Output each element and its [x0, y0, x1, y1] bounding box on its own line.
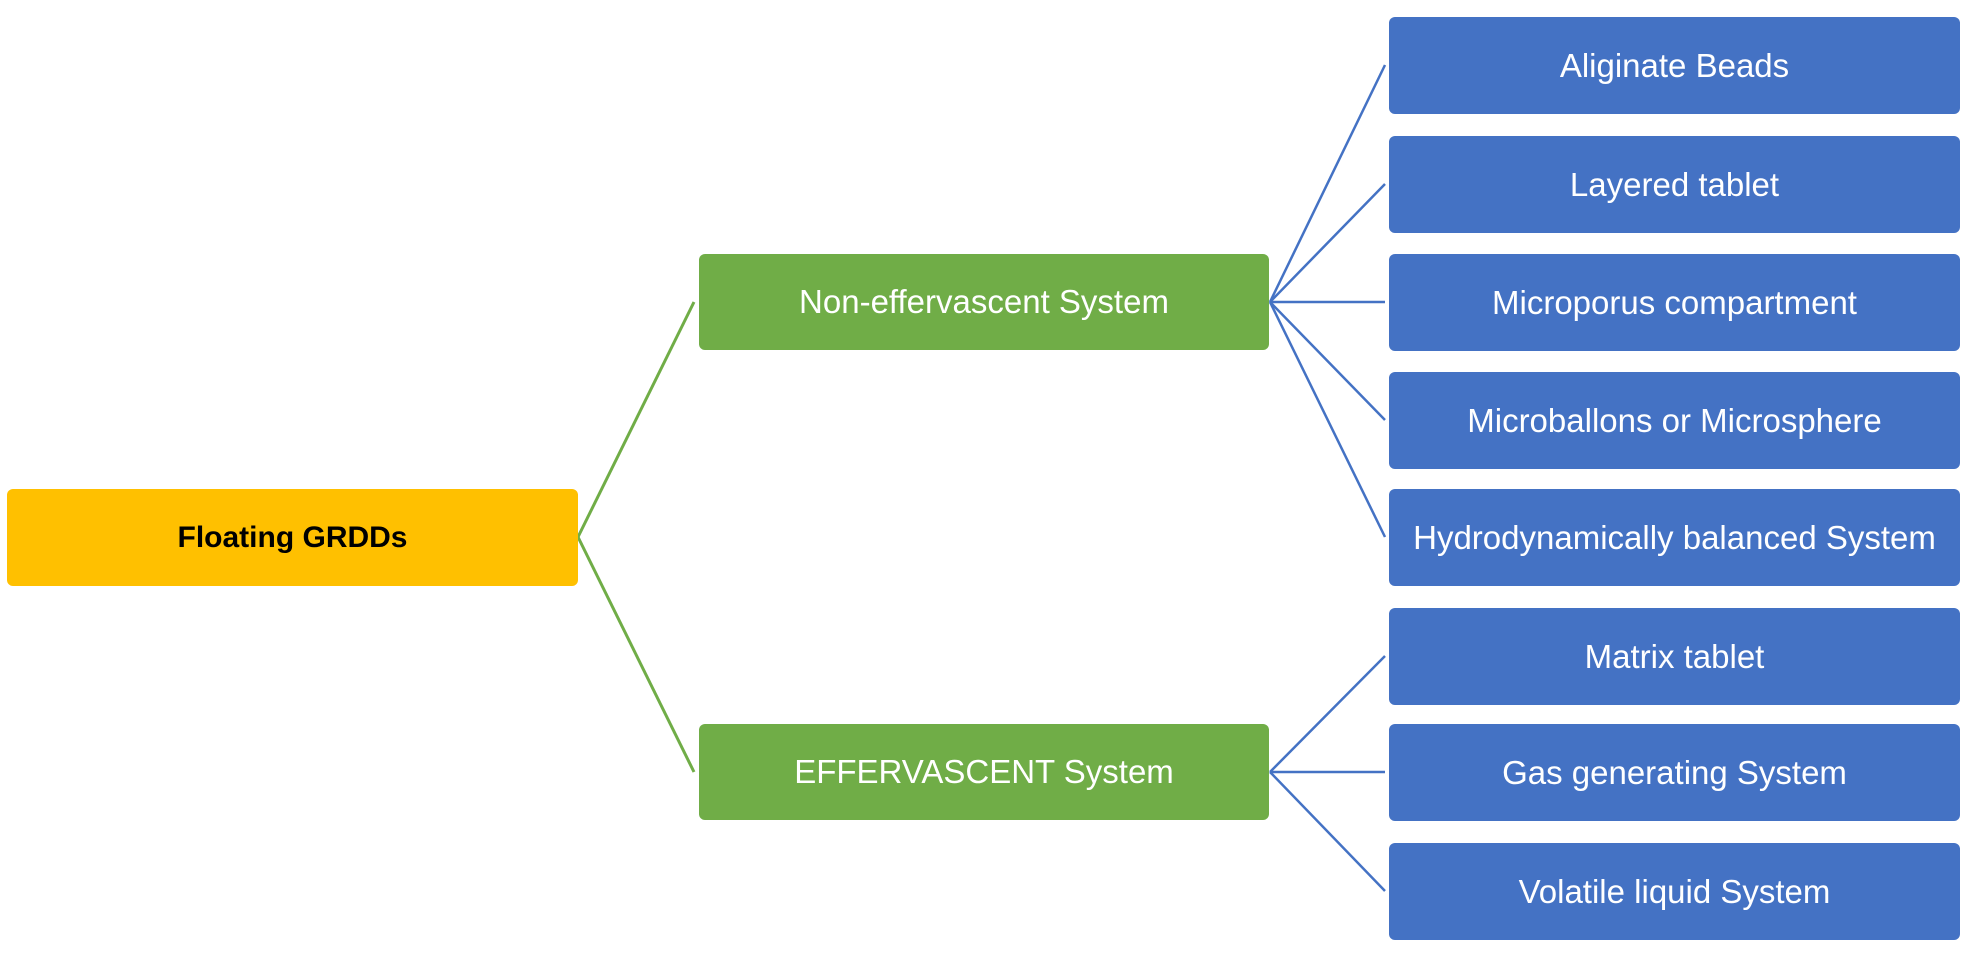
root-node-floating-grdds: Floating GRDDs	[7, 489, 578, 586]
connector-branch-1-leaf-5	[1268, 301, 1387, 538]
leaf-node-aliginate-beads: Aliginate Beads	[1389, 17, 1960, 114]
leaf-node-microporus-compartment: Microporus compartment	[1389, 254, 1960, 351]
connector-root-branch-1	[576, 301, 696, 538]
leaf-node-label: Hydrodynamically balanced System	[1413, 518, 1936, 556]
leaf-node-hydrodynamically-balanced: Hydrodynamically balanced System	[1389, 489, 1960, 586]
branch-node-non-effervescent: Non-effervascent System	[699, 254, 1269, 350]
leaf-node-label: Matrix tablet	[1584, 637, 1765, 675]
leaf-node-label: Gas generating System	[1502, 753, 1847, 791]
branch-node-label: Non-effervascent System	[799, 283, 1169, 321]
branch-node-effervescent: EFFERVASCENT System	[699, 724, 1269, 820]
leaf-node-matrix-tablet: Matrix tablet	[1389, 608, 1960, 705]
connector-branch-1-leaf-2	[1269, 183, 1386, 303]
connector-branch-2-leaf-6	[1269, 655, 1386, 773]
connector-branch-2-leaf-8	[1269, 771, 1386, 892]
root-node-label: Floating GRDDs	[177, 520, 408, 554]
connector-branch-1-leaf-4	[1269, 301, 1386, 421]
leaf-node-label: Volatile liquid System	[1518, 872, 1831, 910]
connector-branch-1-leaf-1	[1268, 64, 1387, 303]
leaf-node-gas-generating: Gas generating System	[1389, 724, 1960, 821]
leaf-node-label: Microporus compartment	[1492, 283, 1857, 321]
leaf-node-microballons: Microballons or Microsphere	[1389, 372, 1960, 469]
leaf-node-volatile-liquid: Volatile liquid System	[1389, 843, 1960, 940]
branch-node-label: EFFERVASCENT System	[794, 753, 1174, 791]
connector-root-branch-2	[576, 536, 696, 773]
leaf-node-label: Aliginate Beads	[1559, 46, 1790, 84]
leaf-node-label: Layered tablet	[1569, 165, 1780, 203]
leaf-node-label: Microballons or Microsphere	[1467, 401, 1882, 439]
leaf-node-layered-tablet: Layered tablet	[1389, 136, 1960, 233]
